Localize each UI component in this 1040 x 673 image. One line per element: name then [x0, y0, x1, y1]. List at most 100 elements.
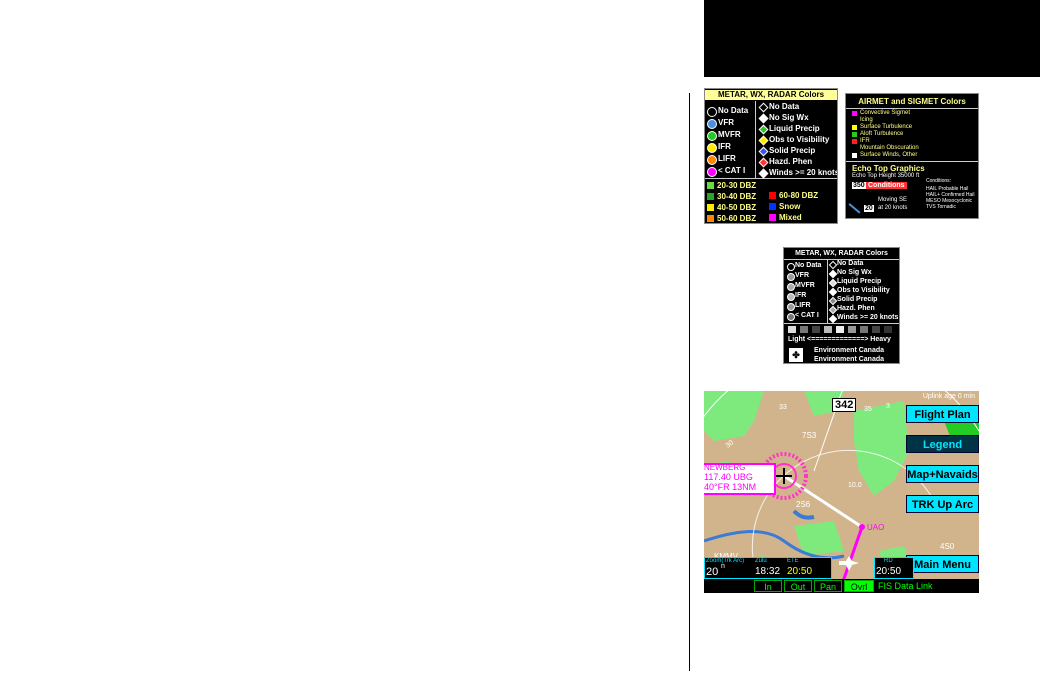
divider	[846, 161, 978, 162]
dbz-swatch	[769, 203, 776, 210]
wx-type-label: No Data	[769, 102, 800, 111]
navaid-bearing: 40°FR 13NM	[704, 482, 757, 492]
dbz-swatch	[707, 215, 714, 222]
range-label: 10.0	[848, 482, 862, 489]
wx-type-label: Liquid Precip	[837, 278, 882, 285]
data-bar-right	[874, 557, 914, 579]
wx-type-label: Liquid Precip	[769, 124, 820, 133]
dbz-label: Mixed	[779, 213, 802, 222]
data-bar-left	[704, 557, 832, 579]
airport-7s3[interactable]: 7S3	[802, 431, 817, 440]
zoom-in-softkey[interactable]: In	[754, 580, 782, 592]
intensity-swatch	[800, 326, 808, 333]
dbz-swatch	[707, 193, 714, 200]
dbz-label: 30-40 DBZ	[717, 192, 757, 201]
metar-gray-legend-title: METAR, WX, RADAR Colors	[795, 250, 888, 257]
env-canada-label-1: Environment Canada	[814, 347, 885, 354]
intensity-swatch	[884, 326, 892, 333]
overlay-softkey[interactable]: Ovrl	[844, 580, 874, 592]
legend-button[interactable]: Legend	[906, 435, 979, 453]
margin-rule	[689, 93, 690, 671]
wx-diamond-icon	[828, 296, 838, 306]
airmet-swatch	[852, 111, 857, 116]
divider	[827, 259, 828, 323]
metar-dot-icon	[787, 263, 795, 271]
maple-leaf-icon: ✤	[789, 348, 803, 362]
metar-dot-icon	[707, 107, 717, 117]
metar-dot-icon	[707, 143, 717, 153]
metar-category-label: No Data	[718, 106, 749, 115]
airmet-swatch	[852, 139, 857, 144]
zulu-caption: Zulu	[755, 558, 767, 564]
divider	[784, 259, 899, 260]
dbz-swatch	[707, 182, 714, 189]
pan-softkey[interactable]: Pan	[814, 580, 842, 592]
uplink-age-label: Uplink age 0 min	[922, 393, 975, 400]
dbz-swatch	[769, 192, 776, 199]
airport-uao[interactable]: UAO	[867, 523, 885, 532]
airport-2s6[interactable]: 2S6	[796, 500, 811, 509]
moving-map-screen[interactable]: Uplink age 0 min 342 33 30 3 35 7S3 2S6 …	[704, 391, 979, 593]
intensity-swatch	[788, 326, 796, 333]
navaid-frequency: 117.40 UBG	[704, 472, 753, 482]
metar-category-label: < CAT I	[718, 166, 746, 175]
zoom-out-softkey[interactable]: Out	[784, 580, 812, 592]
conditions-title: Conditions:	[926, 178, 952, 184]
map-navaids-button[interactable]: Map+Navaids	[906, 465, 979, 483]
dbz-label: 40-50 DBZ	[717, 203, 757, 212]
metar-dot-icon	[707, 155, 717, 165]
dbz-swatch	[769, 214, 776, 221]
wx-type-label: Solid Precip	[769, 146, 816, 155]
metar-category-label: LIFR	[795, 302, 811, 309]
navaid-name: NEWBERG	[704, 463, 746, 472]
wx-type-label: Winds >= 20 knots	[837, 314, 899, 321]
divider	[846, 108, 978, 109]
zoom-caption: Zoom(Trk Arc)	[706, 558, 745, 564]
chapter-tab	[704, 0, 1040, 77]
airport-4s0[interactable]: 4S0	[940, 542, 955, 551]
wx-diamond-icon	[828, 314, 838, 324]
moving-text-2: at 20 knots	[878, 205, 908, 211]
metar-dot-icon	[787, 293, 795, 301]
airmet-swatch	[852, 153, 857, 158]
metar-category-label: VFR	[795, 272, 809, 279]
wx-type-label: No Sig Wx	[769, 113, 809, 122]
airport-kmmv[interactable]: KMMV	[714, 552, 738, 561]
intensity-swatch	[860, 326, 868, 333]
metar-dot-icon	[707, 167, 717, 177]
wx-type-label: No Data	[837, 260, 864, 267]
metar-dot-icon	[787, 273, 795, 281]
airmet-label: Convective Sigmet	[860, 110, 911, 116]
metar-dot-icon	[707, 119, 717, 129]
divider	[784, 323, 899, 324]
wx-diamond-icon	[758, 124, 769, 135]
airmet-legend-title: AIRMET and SIGMET Colors	[858, 97, 966, 106]
flight-plan-button[interactable]: Flight Plan	[906, 405, 979, 423]
wx-diamond-icon	[828, 305, 838, 315]
main-menu-button[interactable]: Main Menu	[906, 555, 979, 573]
zoom-unit: n	[721, 563, 725, 570]
wx-diamond-icon	[828, 287, 838, 297]
ete-value: 20:50	[787, 566, 813, 577]
echo-top-title: Echo Top Graphics	[852, 164, 925, 173]
moving-text-1: Moving SE	[878, 197, 908, 203]
right-caption: RD	[884, 558, 893, 564]
wx-diamond-icon	[758, 168, 769, 179]
heading-readout: 342	[832, 398, 857, 412]
zoom-value: 20	[706, 566, 719, 578]
wx-diamond-icon	[828, 269, 838, 279]
env-canada-label-2: Environment Canada	[814, 356, 885, 363]
airmet-label: Icing	[860, 117, 873, 123]
dbz-label: Snow	[779, 202, 801, 211]
right-value: 20:50	[876, 566, 902, 577]
airmet-label: Surface Turbulence	[860, 124, 913, 130]
wx-type-label: Hazd. Phen	[769, 157, 813, 166]
airmet-label: IFR	[860, 138, 870, 144]
trk-up-arc-button[interactable]: TRK Up Arc	[906, 495, 979, 513]
intensity-swatch	[836, 326, 844, 333]
metar-category-label: VFR	[718, 118, 734, 127]
compass-label-33: 33	[779, 404, 787, 411]
airmet-swatch	[852, 125, 857, 130]
